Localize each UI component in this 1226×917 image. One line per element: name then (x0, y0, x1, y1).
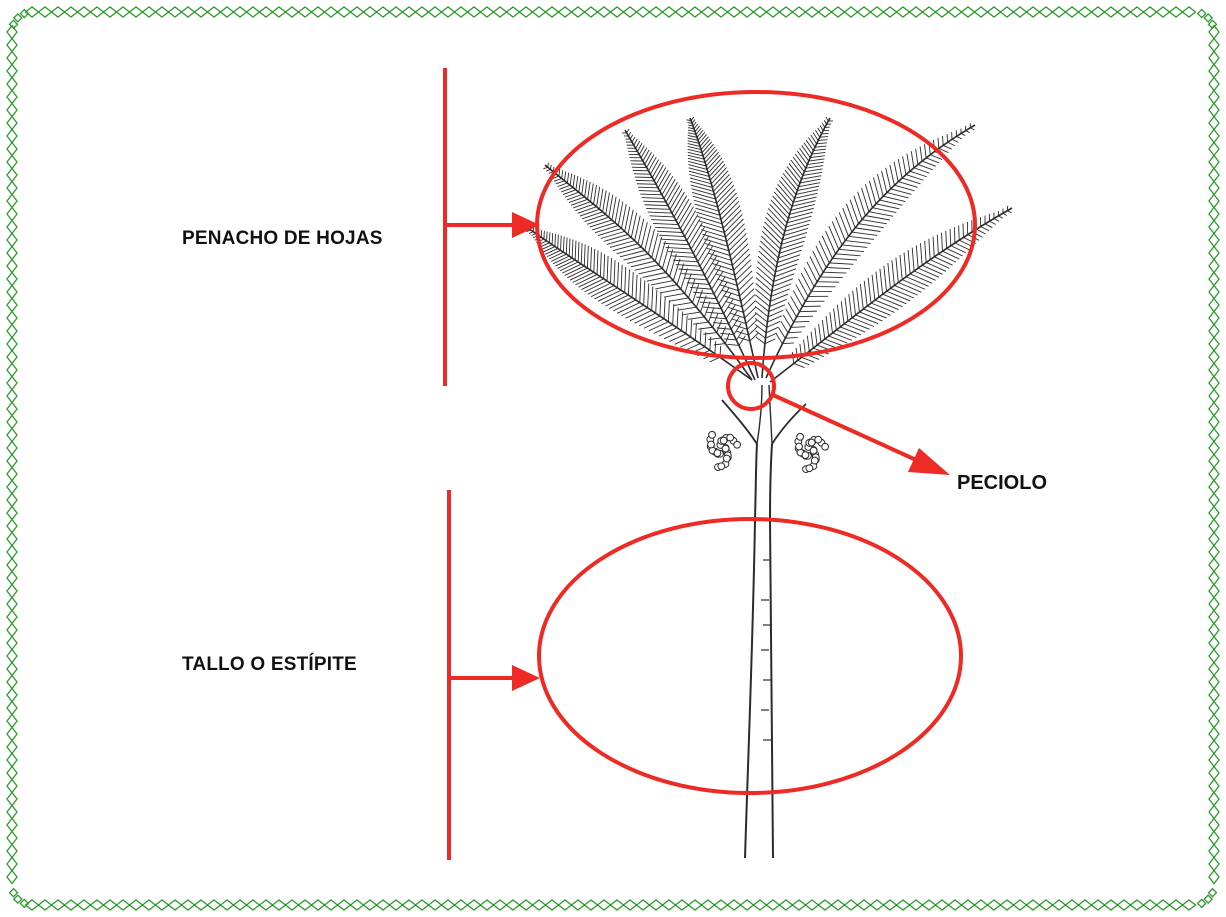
stem-label: TALLO O ESTÍPITE (182, 654, 357, 676)
petiole-arrowhead (908, 448, 950, 475)
fruit-clusters (707, 431, 829, 472)
palm-tree-illustration (526, 117, 1012, 858)
decorative-border (7, 7, 1219, 910)
palm-trunk (722, 385, 806, 858)
stem-highlight-ellipse (539, 519, 961, 793)
palm-fronds (526, 117, 1012, 382)
stem-arrowhead (512, 665, 540, 691)
petiole-label: PECIOLO (957, 472, 1047, 495)
crown-label: PENACHO DE HOJAS (182, 228, 383, 250)
crown-highlight-ellipse (537, 92, 975, 358)
petiole-arrow (773, 395, 925, 464)
